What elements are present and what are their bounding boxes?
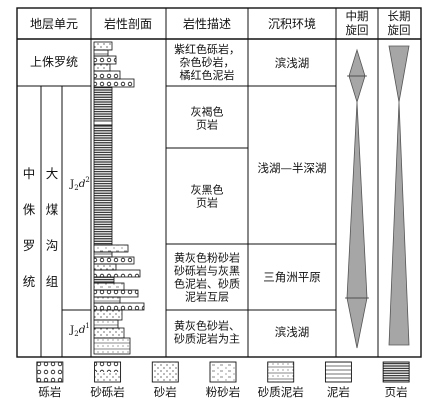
desc-lower-line: 黄灰色砂岩、 <box>174 319 240 333</box>
long-cycle-lower <box>388 101 410 346</box>
legend-label: 泥岩 <box>327 385 350 399</box>
env-delta-plain: 三角洲平原 <box>263 270 321 284</box>
legend-swatch-fill <box>152 362 179 382</box>
env-deep-lake: 浅湖—半深湖 <box>258 161 327 175</box>
header-lithologic-section: 岩性剖面 <box>104 16 152 31</box>
legend-label: 页岩 <box>385 385 408 399</box>
dameigou-char: 大 <box>46 166 59 181</box>
header-sedimentary-environment: 沉积环境 <box>268 16 316 31</box>
desc-upper-line: 紫红色砾岩， <box>174 42 240 56</box>
desc-upper-line: 橘红色泥岩 <box>180 68 235 82</box>
legend-item-siltstone: 粉砂岩 <box>206 361 241 399</box>
header-lithology-description: 岩性描述 <box>183 16 231 31</box>
long-cycle-shapes <box>388 45 410 346</box>
desc-delta-line: 砂砾岩与灰黑 <box>174 264 240 278</box>
header-medium-cycle: 中期旋回 <box>346 9 369 37</box>
header-long-cycle: 长期旋回 <box>388 9 411 37</box>
medium-cycle-lower <box>346 101 368 349</box>
sedimentary-environments: 滨浅湖 浅湖—半深湖 三角洲平原 滨浅湖 <box>258 56 327 339</box>
env-shore-upper: 滨浅湖 <box>275 56 310 70</box>
legend-swatch-fill <box>36 362 63 382</box>
j2d1-label: J2d1 <box>69 322 90 338</box>
legend-swatch-fill <box>210 362 236 382</box>
middle-jurassic-char: 侏 <box>23 202 36 217</box>
lithologic-column <box>93 41 145 355</box>
table-grid <box>16 7 422 358</box>
middle-jurassic-char: 中 <box>23 166 36 181</box>
dameigou-char: 煤 <box>46 202 59 217</box>
legend-label: 砂岩 <box>154 385 177 399</box>
legend-swatch <box>267 361 295 383</box>
legend-swatch-fill <box>94 372 121 382</box>
middle-jurassic-char: 罗 <box>23 238 36 253</box>
legend-label: 砂质泥岩 <box>258 385 304 399</box>
j2d2-label: J2d2 <box>69 176 90 192</box>
legend-item-conglomerate: 砾岩 <box>36 361 64 399</box>
legend-swatch <box>151 361 179 383</box>
desc-delta-line: 泥岩互层 <box>185 290 229 304</box>
legend: 砾岩 砂砾岩 砂岩 粉砂岩 砂质泥岩 泥岩 页岩 <box>36 361 410 399</box>
desc-grey-black-line: 页岩 <box>196 196 218 210</box>
dameigou-char: 组 <box>46 274 59 289</box>
lithology-descriptions: 紫红色砾岩，杂色砂岩，橘红色泥岩灰褐色页岩灰黑色页岩黄灰色粉砂岩砂砾岩与灰黑色泥… <box>174 42 240 346</box>
legend-label: 砂砾岩 <box>90 385 125 399</box>
desc-grey-black-line: 灰黑色 <box>191 183 224 197</box>
desc-delta-line: 黄灰色粉砂岩 <box>174 251 240 265</box>
legend-swatch-fill <box>383 362 410 382</box>
middle-jurassic-char: 统 <box>23 274 36 289</box>
long-cycle-upper <box>388 45 410 103</box>
header-stratigraphic-unit: 地层单元 <box>30 17 78 31</box>
legend-swatch <box>209 361 237 383</box>
legend-swatch <box>94 361 122 383</box>
desc-upper-line: 杂色砂岩， <box>180 55 235 69</box>
desc-lower-line: 砂质泥岩为主 <box>174 332 240 346</box>
legend-label: 粉砂岩 <box>206 385 241 399</box>
legend-swatch <box>382 361 410 383</box>
dameigou-char: 沟 <box>46 238 59 253</box>
env-shore-lower: 滨浅湖 <box>275 325 310 339</box>
desc-delta-line: 色泥岩、砂质 <box>174 277 240 291</box>
desc-grey-brown-line: 灰褐色 <box>191 105 224 119</box>
legend-swatch-fill <box>325 362 352 382</box>
legend-swatch-fill <box>94 362 121 372</box>
legend-item-sandy-mudstone: 砂质泥岩 <box>258 361 304 399</box>
legend-item-sandstone: 砂岩 <box>151 361 179 399</box>
legend-item-shale: 页岩 <box>382 361 410 399</box>
legend-swatch-fill <box>267 362 294 382</box>
desc-grey-brown-line: 页岩 <box>196 118 218 132</box>
legend-item-sandy-conglomerate: 砂砾岩 <box>90 361 125 399</box>
legend-swatch <box>324 361 352 383</box>
legend-item-mudstone: 泥岩 <box>324 361 352 399</box>
upper-jurassic-label: 上侏罗统 <box>30 55 78 69</box>
header-row: 地层单元 岩性剖面 岩性描述 沉积环境 中期旋回 长期旋回 <box>30 9 411 37</box>
legend-label: 砾岩 <box>38 385 61 399</box>
medium-cycle-shapes <box>345 48 369 349</box>
legend-swatch <box>36 361 64 383</box>
